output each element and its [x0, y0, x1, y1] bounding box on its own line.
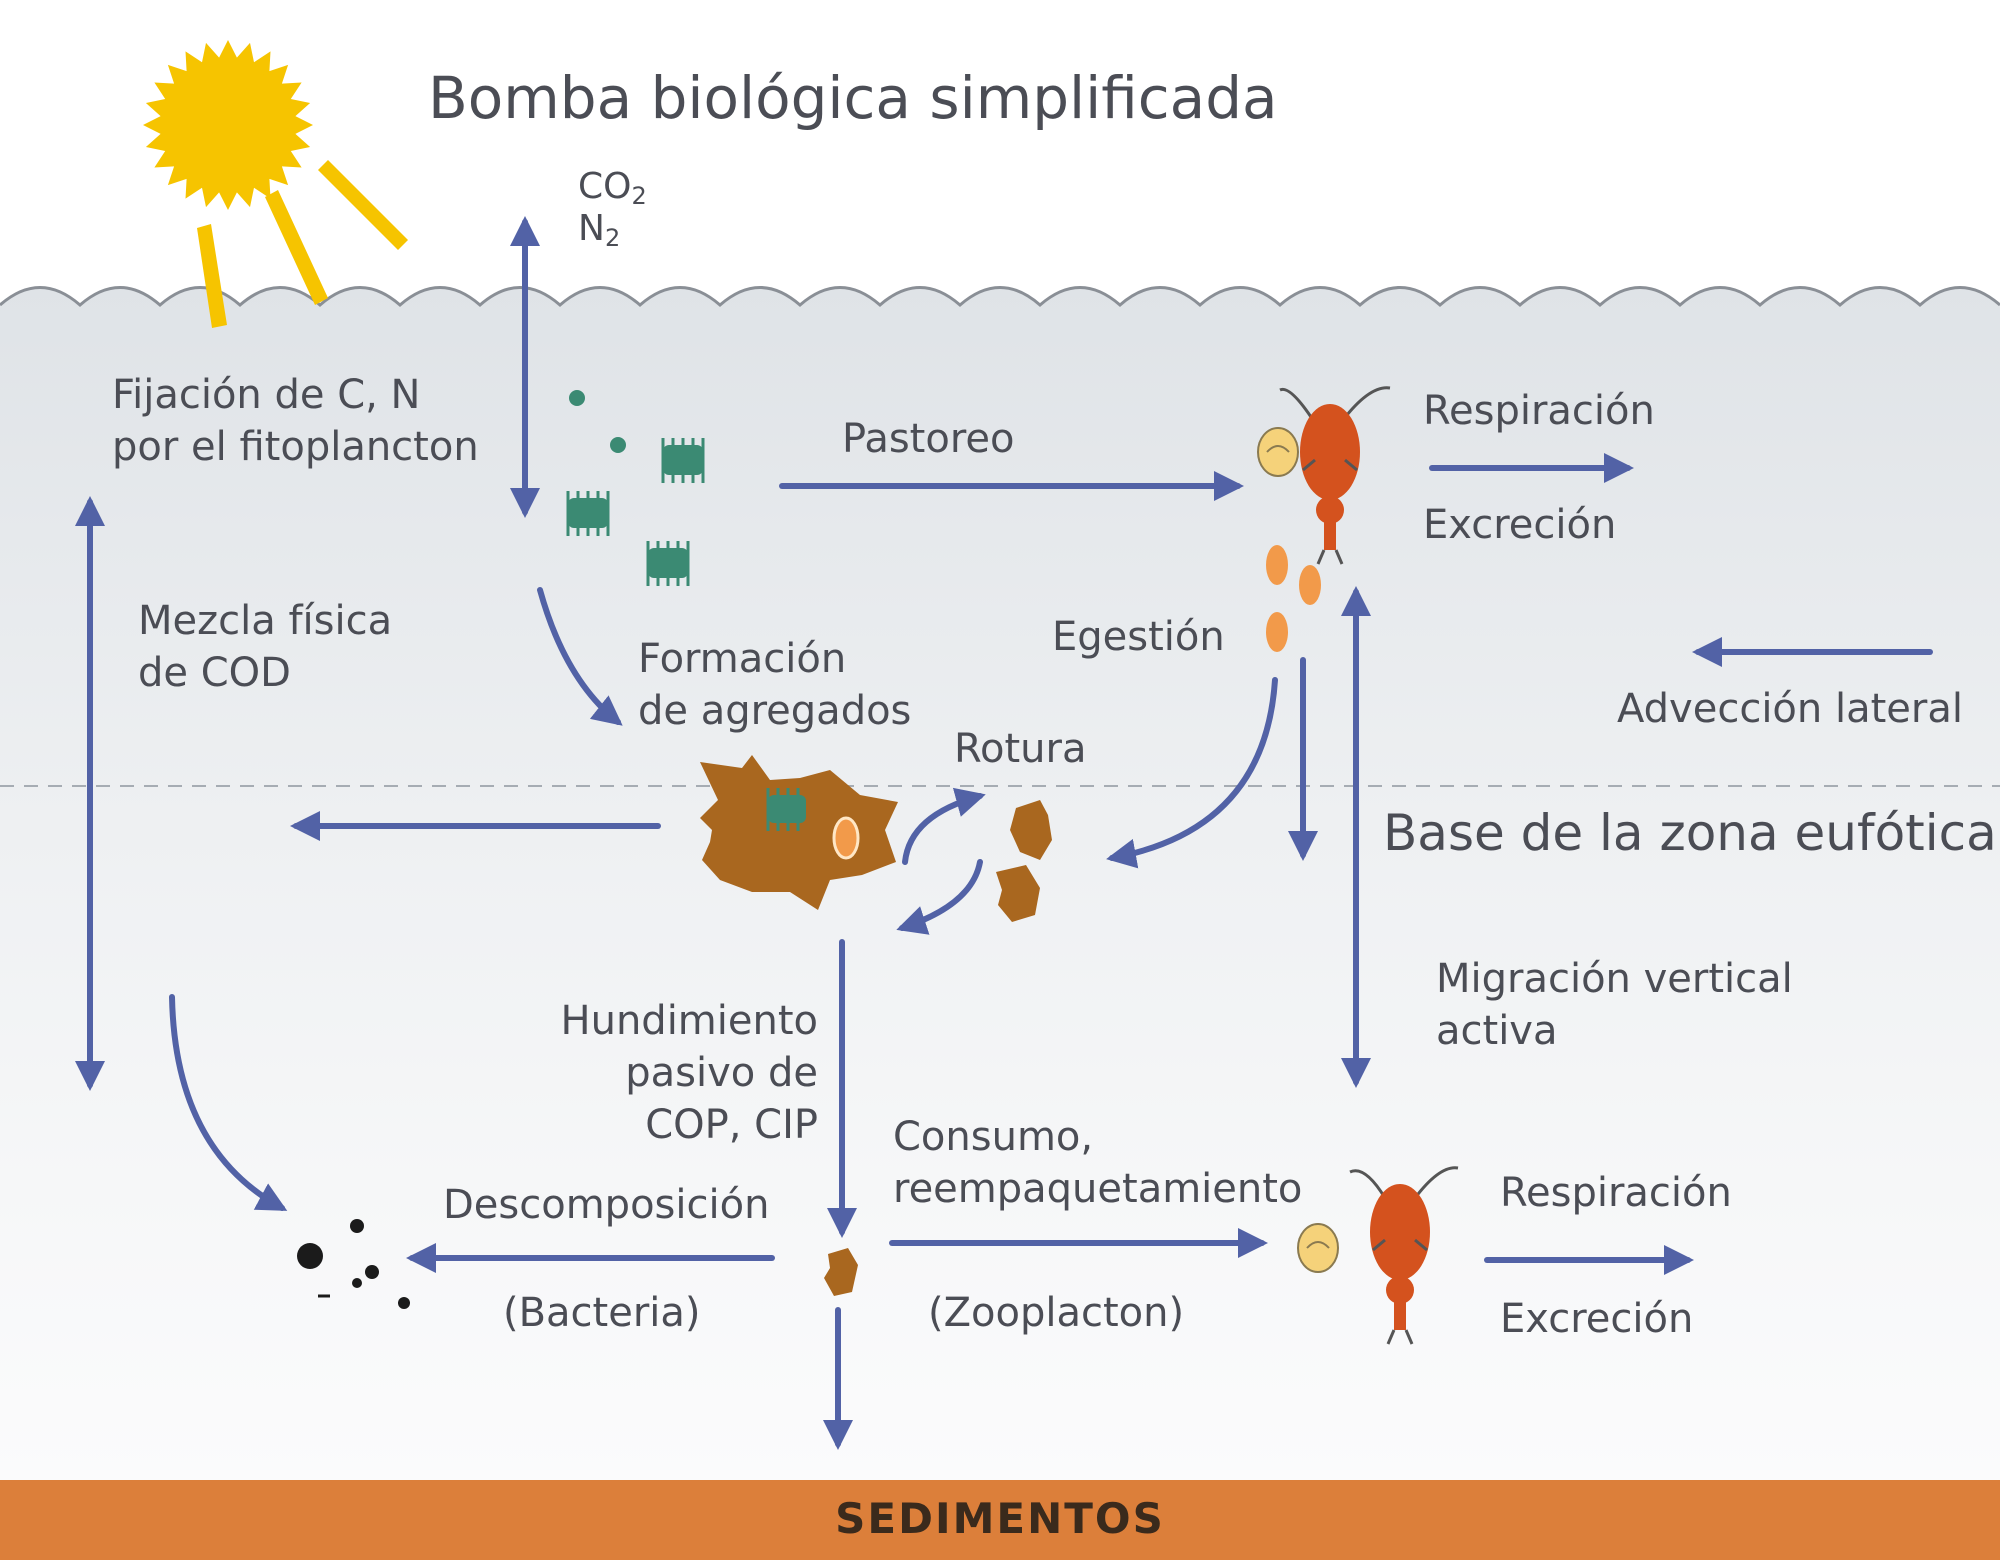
sinking-label-line2: pasivo de — [625, 1050, 818, 1096]
aggregates-label-line1: Formación — [638, 636, 846, 682]
excretion-top-label: Excreción — [1423, 502, 1616, 548]
diagram-title: Bomba biológica simplificada — [428, 64, 1278, 132]
dissolution-arrow — [169, 994, 288, 1211]
fecal-pellets-icon — [1266, 545, 1321, 652]
prey-cell-icon — [1257, 427, 1299, 477]
co2-label: CO2 — [578, 166, 647, 210]
breakup-arrow-upper — [902, 787, 986, 865]
diatom-chain-icon — [646, 541, 690, 586]
consumption-label-line1: Consumo, — [893, 1114, 1093, 1160]
marine-snow-aggregate-icon — [700, 755, 898, 910]
diatom-chain-icon — [566, 491, 610, 536]
zooplankton-label: (Zooplacton) — [928, 1290, 1184, 1336]
breakup-arrow-lower — [896, 859, 983, 935]
egestion-arrow — [1106, 677, 1278, 869]
aggregates-label-line2: de agregados — [638, 688, 911, 734]
excretion-bottom-label: Excreción — [1500, 1296, 1693, 1342]
sediments-label: SEDIMENTOS — [835, 1494, 1165, 1543]
mixing-label-line2: de COD — [138, 650, 291, 696]
respiration-bottom-label: Respiración — [1500, 1170, 1732, 1216]
fixation-label-line2: por el fitoplancton — [112, 424, 479, 470]
migration-label-line2: activa — [1436, 1008, 1557, 1054]
decomposition-label: Descomposición — [443, 1182, 769, 1228]
grazing-label: Pastoreo — [842, 416, 1014, 462]
dissolved-particles-icon — [297, 1219, 410, 1309]
prey-cell-icon — [1297, 1223, 1339, 1273]
phytoplankton-cell-icon — [569, 390, 585, 406]
sinking-label-line1: Hundimiento — [561, 998, 818, 1044]
mixing-label-line1: Mezcla física — [138, 598, 392, 644]
breakup-label: Rotura — [954, 726, 1086, 772]
aggregate-fragments-icon — [996, 800, 1052, 922]
phytoplankton-group — [566, 390, 705, 586]
zooplankton-lower-icon — [1297, 1166, 1459, 1345]
sinking-particle-icon — [824, 1248, 858, 1296]
respiration-top-label: Respiración — [1423, 388, 1655, 434]
n2-label: N2 — [578, 208, 620, 252]
egestion-label: Egestión — [1052, 614, 1225, 660]
diatom-chain-icon — [661, 438, 705, 483]
phytoplankton-cell-icon — [610, 437, 626, 453]
sinking-label-line3: COP, CIP — [645, 1102, 818, 1148]
consumption-label-line2: reempaquetamiento — [893, 1166, 1302, 1212]
fixation-label-line1: Fijación de C, N — [112, 372, 420, 418]
aggregate-formation-arrow — [537, 587, 623, 726]
sun-icon — [143, 40, 408, 328]
sediments-band — [0, 1480, 2000, 1560]
zooplankton-upper-icon — [1257, 386, 1391, 565]
lateral-advection-label: Advección lateral — [1617, 686, 1963, 732]
sea-surface-waves — [0, 286, 2000, 307]
euphotic-base-label: Base de la zona eufótica — [1383, 804, 1997, 862]
bacteria-label: (Bacteria) — [503, 1290, 701, 1336]
migration-label-line1: Migración vertical — [1436, 956, 1793, 1002]
